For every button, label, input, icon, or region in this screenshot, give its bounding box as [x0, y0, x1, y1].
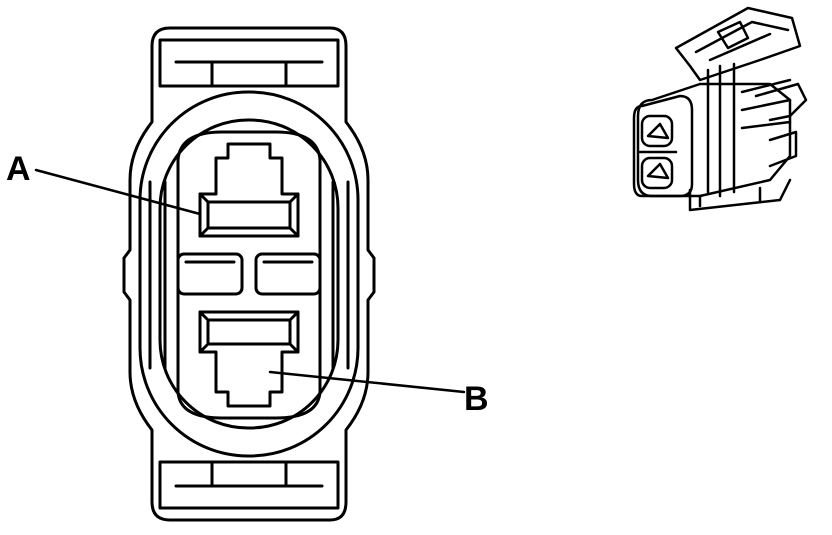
outer-seal-ring — [138, 90, 360, 458]
divider-left — [176, 252, 244, 296]
divider-right — [254, 252, 322, 296]
housing-outline — [122, 26, 376, 522]
label-pin-a: A — [6, 150, 31, 188]
inner-seal-ring — [158, 118, 340, 430]
cavity-body — [176, 130, 322, 420]
terminal-cavity-b — [198, 310, 300, 408]
label-pin-b: B — [464, 380, 489, 418]
leader-line-a — [34, 168, 202, 216]
top-latch — [158, 38, 340, 88]
terminal-cavity-a — [198, 142, 300, 238]
connector-isometric-view — [632, 6, 808, 212]
connector-face-view — [34, 26, 466, 522]
leader-line-b — [268, 370, 466, 394]
bottom-latch — [158, 460, 340, 510]
